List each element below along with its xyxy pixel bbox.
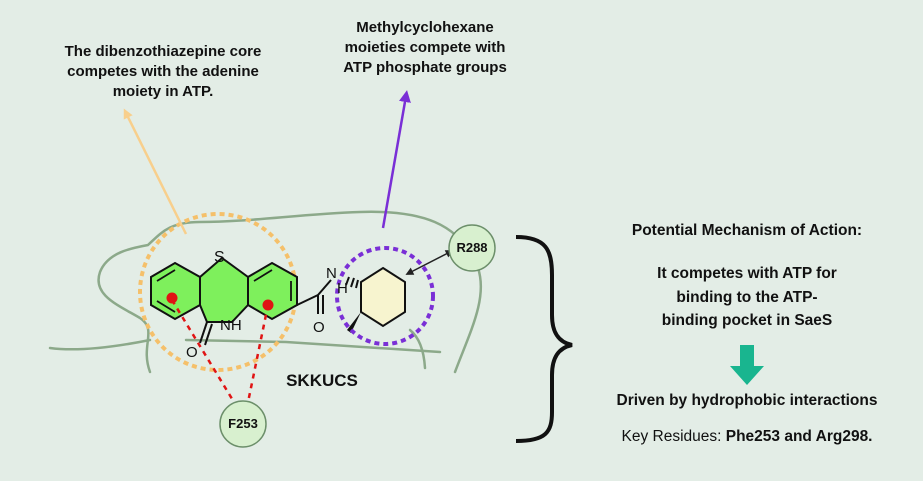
mechanism-heading: Potential Mechanism of Action: <box>631 222 863 239</box>
core-note-line-1: The dibenzothiazepine core <box>64 43 262 60</box>
right-brace-icon <box>515 235 573 443</box>
right-benzene-ring <box>247 261 298 321</box>
residue-r288-bubble <box>448 224 496 272</box>
mechanism-line-3: binding pocket in SaeS <box>661 312 833 329</box>
core-annotation-arrow <box>123 108 188 235</box>
left-benzene-ring <box>150 261 201 321</box>
driven-by-text: Driven by hydrophobic interactions <box>616 392 878 409</box>
atom-oxygen-amide: O <box>313 319 325 336</box>
methylcyclohexane-highlight-circle <box>335 246 435 346</box>
molecule-name: SKKUCS <box>286 371 358 390</box>
atom-sulfur: S <box>214 249 225 266</box>
left-ring-centroid <box>166 292 178 304</box>
right-ring-centroid <box>262 299 274 311</box>
cyclohexane-ring <box>360 266 406 328</box>
methyl-note-line-1: Methylcyclohexane <box>356 19 494 36</box>
amide-bond <box>296 294 319 306</box>
thiazepine-ring <box>199 256 249 323</box>
residue-r288-label: R288 <box>456 240 488 255</box>
methyl-note-line-2: moieties compete with <box>344 39 506 56</box>
core-note-line-3: moiety in ATP. <box>112 83 214 100</box>
methyl-note-line-3: ATP phosphate groups <box>343 59 507 76</box>
atom-hydrogen: H <box>337 280 348 297</box>
methyl-annotation-arrow <box>381 90 411 229</box>
key-residues-text: Key Residues: Phe253 and Arg298. <box>592 427 902 447</box>
key-residues-prefix: Key Residues: <box>621 428 726 445</box>
key-residues-names: Phe253 and Arg298. <box>725 428 873 445</box>
atom-nitrogen: N <box>326 265 337 282</box>
core-note-line-2: competes with the adenine <box>67 63 259 80</box>
hydrophobic-contact-lines <box>170 299 270 413</box>
methyl-annotation: Methylcyclohexane moieties compete with … <box>290 18 560 78</box>
residue-f253-bubble <box>219 400 267 448</box>
mechanism-line-1: It competes with ATP for <box>657 265 837 282</box>
core-annotation: The dibenzothiazepine core competes with… <box>18 42 308 102</box>
mechanism-line-2: binding to the ATP- <box>676 289 818 306</box>
r288-interaction-arrow <box>405 250 454 275</box>
atom-oxygen-lactam: O <box>186 344 198 361</box>
down-arrow-icon <box>730 345 764 385</box>
atom-nh: NH <box>220 317 242 334</box>
residue-f253-label: F253 <box>228 416 258 431</box>
